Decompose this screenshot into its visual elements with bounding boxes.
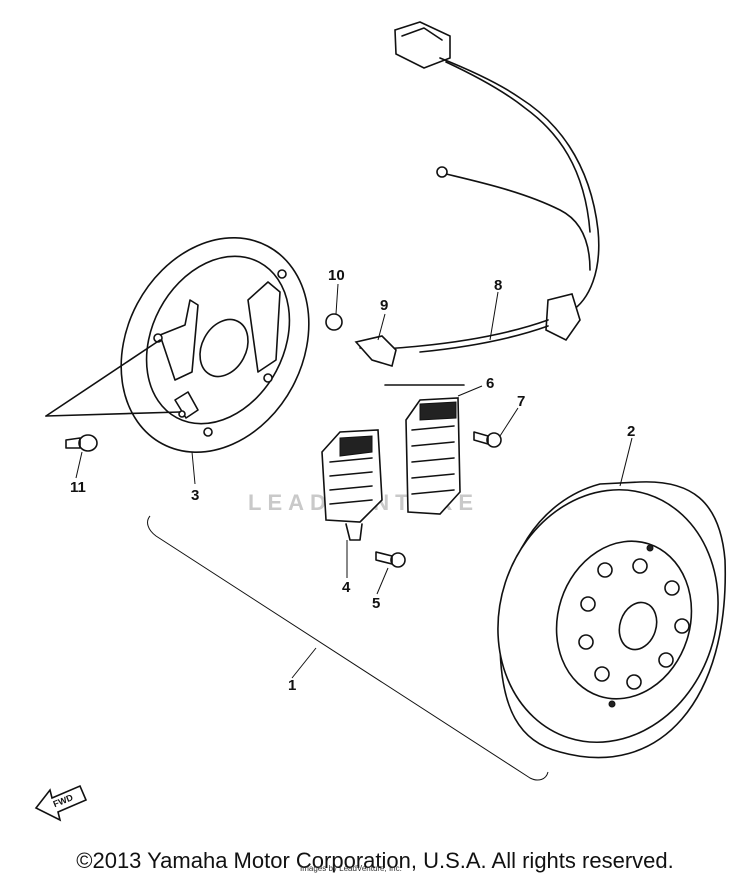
screw-part-7 — [473, 431, 502, 448]
coil-part-6 — [384, 384, 465, 515]
screw-part-11 — [45, 339, 181, 452]
image-credit-note: Images by LeadVenture, Inc. — [300, 864, 402, 873]
callout-5: 5 — [372, 595, 380, 612]
callout-1: 1 — [288, 677, 296, 694]
callout-11: 11 — [70, 479, 86, 496]
leader-lines — [75, 283, 633, 679]
assembly-bracket — [147, 515, 549, 781]
bolt-part-5 — [375, 551, 406, 568]
nut-part-10 — [325, 313, 343, 331]
callout-2: 2 — [627, 423, 635, 440]
callout-7: 7 — [517, 393, 525, 410]
clamp-part-9 — [354, 335, 397, 368]
fwd-arrow-icon: FWD — [34, 784, 88, 822]
callout-10: 10 — [328, 267, 345, 284]
flywheel-rotor — [497, 481, 726, 759]
coil-part-4 — [321, 429, 383, 541]
callout-9: 9 — [380, 297, 388, 314]
callout-8: 8 — [494, 277, 502, 294]
callout-3: 3 — [191, 487, 199, 504]
wire-harness-part-8 — [359, 21, 600, 353]
callout-6: 6 — [486, 375, 494, 392]
callout-4: 4 — [342, 579, 351, 596]
stator-plate — [120, 237, 310, 453]
copyright-text: ©2013 Yamaha Motor Corporation, U.S.A. A… — [76, 848, 674, 873]
